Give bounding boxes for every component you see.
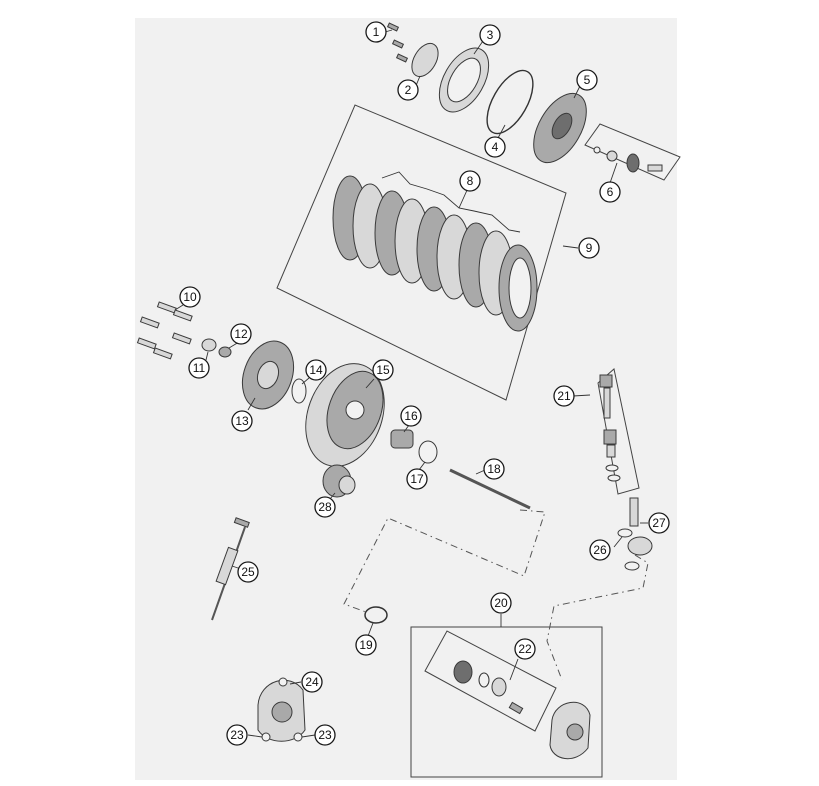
callout-12: 12 <box>230 323 252 345</box>
clutch-hose-right <box>546 554 649 681</box>
sealing-ring-part <box>617 528 633 538</box>
svg-text:11: 11 <box>193 361 206 375</box>
svg-text:15: 15 <box>376 363 390 377</box>
callout-13: 13 <box>231 410 253 432</box>
callout-8: 8 <box>459 170 481 192</box>
master-cylinder-box <box>410 626 603 778</box>
svg-text:14: 14 <box>309 363 323 377</box>
svg-text:2: 2 <box>405 83 412 97</box>
svg-text:28: 28 <box>318 500 332 514</box>
svg-text:23: 23 <box>318 728 332 742</box>
clutch-disc-group-frame <box>276 104 567 401</box>
callout-6: 6 <box>599 181 621 203</box>
svg-text:17: 17 <box>410 472 424 486</box>
callout-9: 9 <box>578 237 600 259</box>
disc-leader-bracket <box>381 171 521 233</box>
syringe-part <box>211 517 250 621</box>
callout-18: 18 <box>483 458 505 480</box>
callout-5: 5 <box>576 69 598 91</box>
svg-text:4: 4 <box>492 140 499 154</box>
svg-text:19: 19 <box>359 638 373 652</box>
svg-text:23: 23 <box>230 728 244 742</box>
svg-text:25: 25 <box>241 565 255 579</box>
callout-21: 21 <box>553 385 575 407</box>
svg-text:10: 10 <box>183 290 197 304</box>
lock-washer-part <box>218 346 232 358</box>
callout-1: 1 <box>365 21 387 43</box>
clutch-discs-part <box>332 175 538 332</box>
callout-3: 3 <box>479 24 501 46</box>
bleeder-valve-part <box>599 374 621 482</box>
thrust-washer-part <box>291 378 307 404</box>
svg-text:13: 13 <box>235 414 249 428</box>
callout-25: 25 <box>237 561 259 583</box>
callout-4: 4 <box>484 136 506 158</box>
push-rod-part <box>449 468 531 510</box>
callout-24: 24 <box>301 671 323 693</box>
svg-text:6: 6 <box>607 185 614 199</box>
callout-10: 10 <box>179 286 201 308</box>
slave-cylinder-cover-part <box>257 677 306 742</box>
callout-26: 26 <box>589 539 611 561</box>
hub-nut-part <box>201 338 217 352</box>
svg-text:22: 22 <box>518 642 532 656</box>
release-bearing-part <box>593 146 663 173</box>
svg-text:1: 1 <box>373 25 380 39</box>
svg-text:24: 24 <box>305 675 319 689</box>
callout-20: 20 <box>490 592 512 614</box>
bushing-part <box>418 440 438 464</box>
callout-16: 16 <box>400 405 422 427</box>
callout-15: 15 <box>372 359 394 381</box>
callout-2: 2 <box>397 79 419 101</box>
needle-bearing-part <box>390 429 414 449</box>
screws-part <box>386 22 409 63</box>
callout-23-left: 23 <box>226 724 248 746</box>
callout-27: 27 <box>648 512 670 534</box>
svg-text:20: 20 <box>494 596 508 610</box>
svg-text:16: 16 <box>404 409 418 423</box>
callout-19: 19 <box>355 634 377 656</box>
svg-text:26: 26 <box>593 543 607 557</box>
svg-text:12: 12 <box>234 327 248 341</box>
callout-11: 11 <box>188 357 210 379</box>
repair-kit-frame <box>424 630 557 732</box>
svg-text:8: 8 <box>467 174 474 188</box>
svg-text:18: 18 <box>487 462 501 476</box>
clutch-hose-left <box>343 509 546 613</box>
callout-14: 14 <box>305 359 327 381</box>
svg-text:21: 21 <box>557 389 571 403</box>
o-ring-part <box>364 606 388 624</box>
svg-text:9: 9 <box>586 241 593 255</box>
callout-17: 17 <box>406 468 428 490</box>
callout-23-right: 23 <box>314 724 336 746</box>
pins-part <box>136 301 193 360</box>
master-cylinder-part <box>549 701 591 759</box>
drawing-background <box>135 18 677 780</box>
svg-text:3: 3 <box>487 28 494 42</box>
callout-22: 22 <box>514 638 536 660</box>
svg-text:5: 5 <box>584 73 591 87</box>
banjo-fitting-part <box>627 497 653 556</box>
wire-ring-part <box>486 69 534 135</box>
svg-text:27: 27 <box>652 516 666 530</box>
spring-retainer-part <box>411 42 439 78</box>
piston-kit-part <box>453 660 524 715</box>
callout-28: 28 <box>314 496 336 518</box>
leader-lines <box>174 29 648 738</box>
